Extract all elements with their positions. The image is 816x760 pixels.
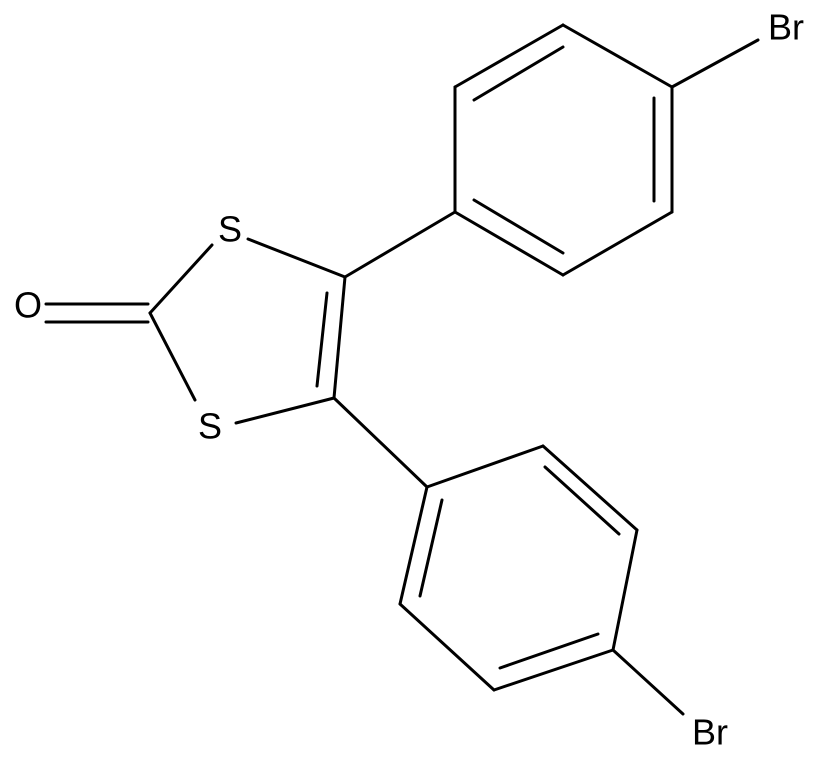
bond-c5-s3	[234, 396, 336, 425]
sulfur-label-bottom: S	[198, 406, 222, 447]
upper-bromophenyl	[343, 23, 760, 279]
bond-s1-c4	[246, 237, 347, 279]
bromine-label-bottom: Br	[692, 712, 728, 753]
dithiole-ring	[148, 237, 347, 425]
bond-s3-c2	[148, 311, 197, 402]
sulfur-label-top: S	[218, 209, 242, 250]
bond-c4-c5-inner	[315, 291, 329, 388]
oxygen-label: O	[14, 285, 42, 326]
carbonyl-double-bond	[44, 302, 150, 324]
bromine-label-top: Br	[768, 7, 804, 48]
bond-c4-c5	[332, 275, 347, 400]
lower-bromophenyl	[332, 396, 685, 716]
bond-c2-s1	[148, 243, 214, 315]
